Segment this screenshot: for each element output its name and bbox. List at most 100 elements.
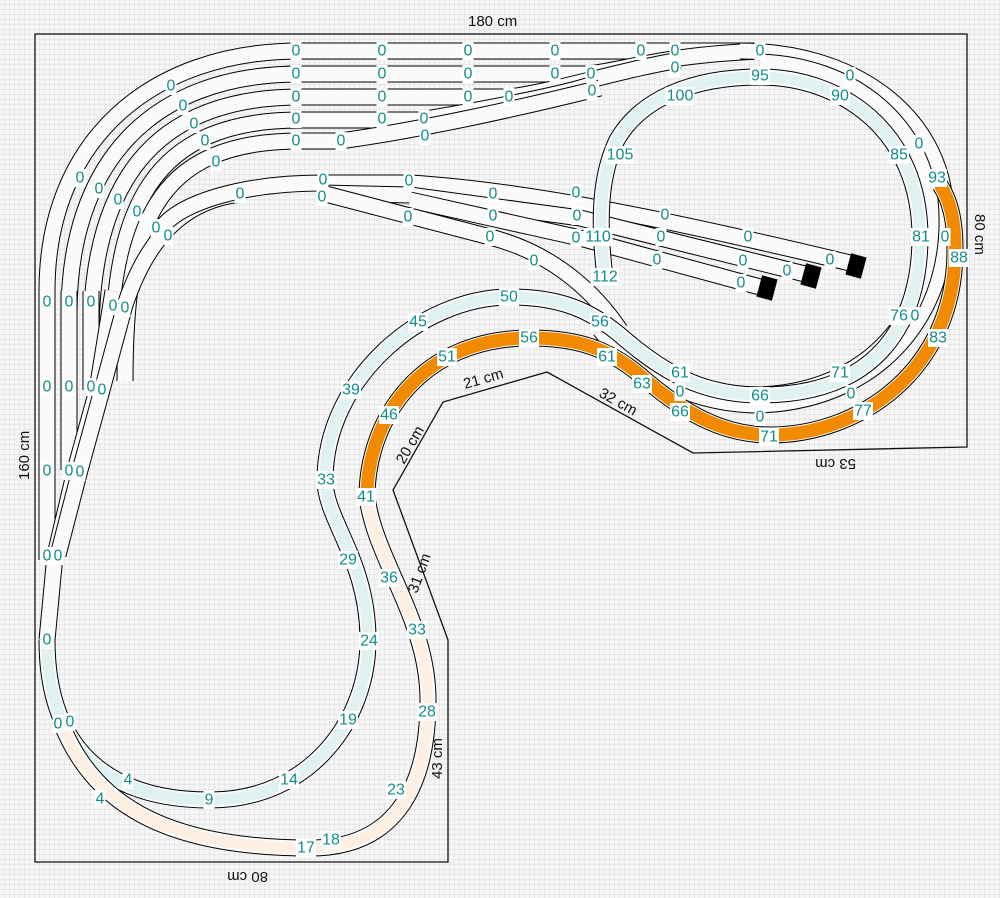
height-label-zero: 0: [167, 78, 176, 95]
height-label-background: [119, 299, 131, 317]
height-label-background: [742, 228, 754, 246]
height-label-zero: 0: [486, 229, 495, 246]
height-label-zero: 0: [95, 181, 104, 198]
height-label-background: [359, 632, 379, 650]
height-label-background: [150, 219, 162, 237]
height-label-zero: 0: [319, 172, 328, 189]
dim-left: 160 cm: [16, 431, 33, 480]
height-label-main: 39: [342, 382, 360, 399]
fan-curve[interactable]: [152, 174, 323, 236]
height-label-outer: 28: [418, 704, 436, 721]
height-label-background: [96, 381, 108, 399]
height-label-background: [165, 77, 177, 95]
height-label-background: [927, 169, 947, 187]
height-label-background: [418, 110, 430, 128]
height-label-zero: 0: [739, 253, 748, 270]
height-label-background: [122, 771, 134, 789]
staging-curve[interactable]: [82, 88, 301, 338]
height-label-background: [670, 364, 690, 382]
staging-diagonal[interactable]: [49, 302, 134, 558]
staging-curve[interactable]: [60, 65, 301, 315]
height-label-background: [528, 252, 540, 270]
height-label-background: [199, 132, 211, 150]
height-label-zero: 0: [661, 207, 670, 224]
outer-loop-lower[interactable]: [52, 495, 437, 857]
height-label-background: [911, 228, 931, 246]
height-label-background: [338, 711, 358, 729]
height-label-main: 4: [124, 772, 133, 789]
height-label-outer: 33: [408, 622, 426, 639]
height-label-background: [824, 251, 836, 269]
height-label-zero: 0: [292, 89, 301, 106]
height-label-zero: 0: [572, 185, 581, 202]
height-label-background: [93, 180, 105, 198]
height-label-background: [290, 132, 302, 150]
siding[interactable]: [322, 174, 852, 272]
height-label-background: [64, 713, 76, 731]
height-label-zero: 0: [292, 133, 301, 150]
height-label-outer: 66: [671, 404, 689, 421]
height-label-background: [408, 313, 428, 331]
height-label-main: 0: [66, 714, 75, 731]
height-label-outer: 93: [928, 170, 946, 187]
height-label-background: [379, 569, 399, 587]
height-label-zero: 0: [847, 386, 856, 403]
height-label-background: [750, 67, 770, 85]
height-label-background: [669, 42, 681, 60]
board-outline: [34, 33, 968, 863]
height-label-zero: 0: [190, 116, 199, 133]
buffer-stop-icon[interactable]: [756, 275, 778, 301]
height-label-background: [316, 471, 336, 489]
buffer-stop-icon[interactable]: [800, 263, 822, 289]
height-label-outer: 4: [96, 791, 105, 808]
height-label-background: [402, 208, 414, 226]
height-label-background: [590, 268, 620, 286]
height-label-zero: 0: [489, 186, 498, 203]
height-label-background: [659, 206, 671, 224]
height-label-main: 9: [205, 792, 214, 809]
height-label-background: [928, 329, 948, 347]
height-label-background: [949, 249, 969, 267]
height-label-background: [655, 228, 667, 246]
height-label-outer: 56: [520, 330, 538, 347]
siding[interactable]: [321, 184, 808, 283]
height-label-main: 29: [339, 552, 357, 569]
height-label-main: 71: [831, 365, 849, 382]
height-label-zero: 0: [551, 43, 560, 60]
height-label-zero: 0: [65, 294, 74, 311]
height-label-main: 45: [409, 314, 427, 331]
height-label-zero: 0: [737, 275, 746, 292]
height-label-main: 61: [671, 365, 689, 382]
height-label-outer: 61: [598, 349, 616, 366]
height-label-outer: 71: [760, 429, 778, 446]
height-label-zero: 0: [464, 43, 473, 60]
height-label-background: [669, 59, 681, 77]
height-label-outer: 18: [322, 832, 340, 849]
height-label-zero: 0: [783, 263, 792, 280]
height-label-zero: 0: [744, 229, 753, 246]
height-label-zero: 0: [121, 300, 130, 317]
height-label-main: 24: [360, 633, 378, 650]
height-label-outer: 17: [297, 840, 315, 857]
height-label-main: 14: [280, 772, 298, 789]
height-label-zero: 0: [572, 230, 581, 247]
height-label-background: [94, 790, 106, 808]
height-label-background: [487, 207, 499, 225]
height-label-background: [379, 406, 399, 424]
staging-curve[interactable]: [38, 42, 301, 292]
buffer-stop-icon[interactable]: [845, 253, 867, 279]
height-label-zero: 0: [588, 83, 597, 100]
height-label-background: [210, 153, 222, 171]
height-label-background: [750, 387, 770, 405]
height-label-zero: 0: [76, 464, 85, 481]
height-label-background: [279, 771, 299, 789]
outer-loop-upper[interactable]: [593, 42, 955, 414]
staging-track[interactable]: [296, 79, 603, 150]
height-label-outer: 46: [380, 407, 398, 424]
height-label-background: [177, 97, 189, 115]
height-label-background: [356, 488, 376, 506]
height-label-zero: 0: [657, 229, 666, 246]
height-label-outer: 0: [54, 716, 63, 733]
height-label-zero: 0: [671, 43, 680, 60]
